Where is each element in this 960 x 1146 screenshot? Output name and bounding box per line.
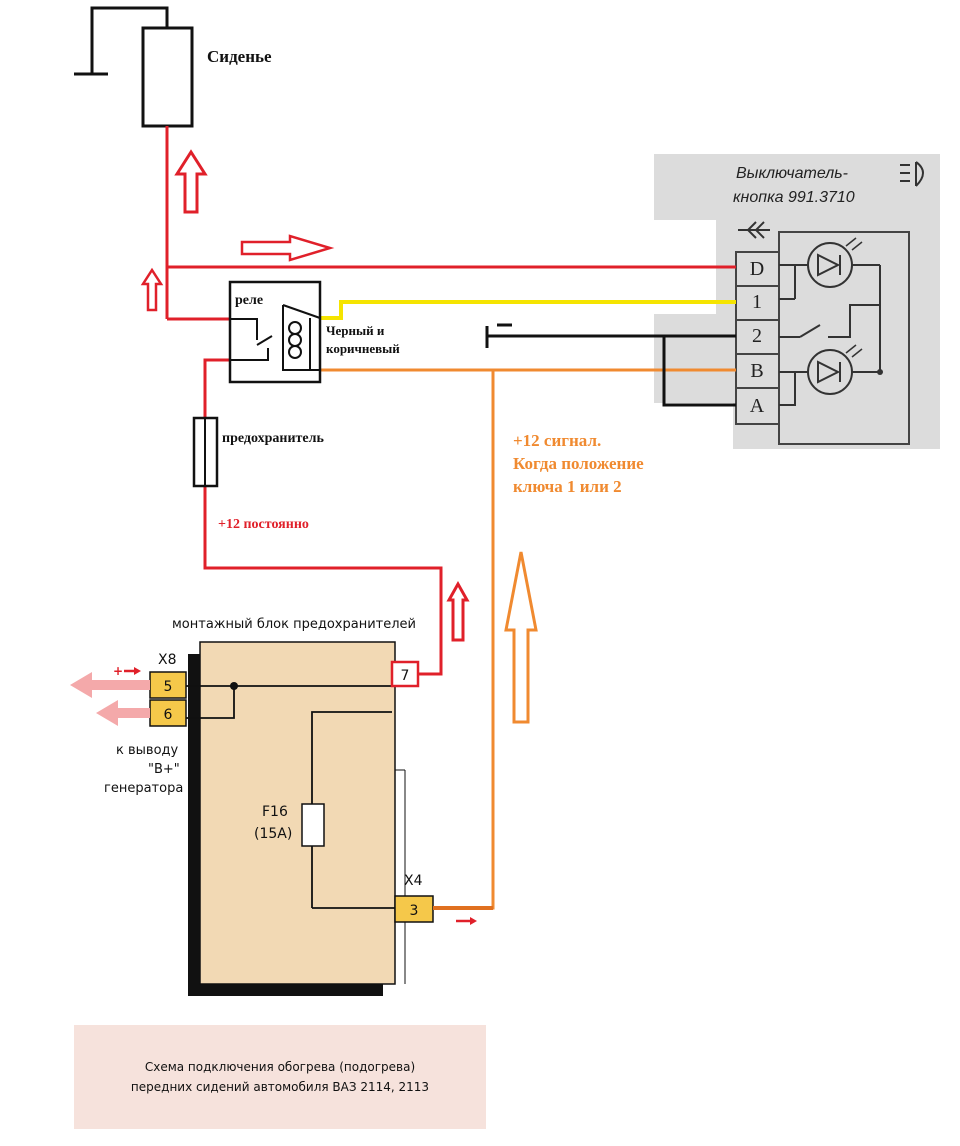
switch-internal-wiring xyxy=(779,264,881,406)
seat-heater-element xyxy=(141,26,194,128)
pin-3-label: 3 xyxy=(410,903,419,919)
pin-6-label: 6 xyxy=(164,707,173,723)
pin-7-box xyxy=(390,660,420,688)
fuse-label: предохранитель xyxy=(222,431,324,446)
generator-label-line3: генератора xyxy=(104,781,183,796)
switch-pin-d: D xyxy=(750,258,764,280)
left-arrow-icon xyxy=(70,672,150,698)
fuse xyxy=(192,416,219,488)
pin-a-wire xyxy=(662,336,736,407)
fuse-block-body xyxy=(199,641,396,985)
left-arrow-icon xyxy=(96,700,150,726)
plus-mark: + xyxy=(113,664,123,678)
switch-pin-b: B xyxy=(750,360,763,382)
caption-line1: Схема подключения обогрева (подогрева) xyxy=(145,1060,415,1074)
yellow-wire xyxy=(320,300,736,320)
caption: Схема подключения обогрева (подогрева) п… xyxy=(74,1025,486,1129)
right-arrow-icon xyxy=(456,917,477,925)
led-icon xyxy=(807,344,863,395)
headlight-icon xyxy=(900,161,924,187)
switch-title-line2: кнопка 991.3710 xyxy=(733,189,855,206)
fuse-block xyxy=(188,641,406,996)
switch-pin-a: A xyxy=(750,395,765,417)
relay-coil-icon xyxy=(288,318,311,370)
fuse-block-label: монтажный блок предохранителей xyxy=(172,617,416,632)
signal-label-line2: Когда положение xyxy=(513,454,644,473)
switch-button-panel: Выключатель- кнопка 991.3710 D 1 2 B A xyxy=(654,154,940,449)
up-arrow-icon xyxy=(174,149,208,214)
black-wires xyxy=(485,323,736,407)
caption-line2: передних сидений автомобиля ВАЗ 2114, 21… xyxy=(131,1080,429,1094)
up-arrow-icon xyxy=(446,580,470,642)
pin-6-box xyxy=(149,699,187,727)
switch-title-line1: Выключатель- xyxy=(736,165,848,182)
relay: реле xyxy=(228,280,322,384)
connector-x4-label: X4 xyxy=(404,873,423,889)
right-arrow-icon xyxy=(240,234,335,262)
right-arrow-icon xyxy=(124,667,141,675)
f16-label: F16 xyxy=(262,804,288,820)
switch-pin-2: 2 xyxy=(752,325,762,347)
connector-symbol-icon xyxy=(738,221,770,239)
fuse-f16 xyxy=(301,803,325,847)
generator-label-line2: "B+" xyxy=(148,762,180,777)
generator-label-line1: к выводу xyxy=(116,743,179,758)
seat-label: Сиденье xyxy=(207,47,272,66)
signal-label-line1: +12 сигнал. xyxy=(513,431,601,450)
red-wires xyxy=(165,126,736,676)
signal-label-line3: ключа 1 или 2 xyxy=(513,477,622,496)
f16-rating-label: (15A) xyxy=(254,826,292,842)
relay-body xyxy=(228,280,322,384)
seat-heater: Сиденье xyxy=(74,6,272,128)
up-arrow-icon xyxy=(504,551,538,724)
relay-to-fuse-wire xyxy=(203,358,230,418)
up-arrow-icon xyxy=(140,267,164,312)
led-icon xyxy=(807,237,863,288)
pin-5-label: 5 xyxy=(164,679,173,695)
seat-ground-wire xyxy=(90,6,169,74)
relay-label: реле xyxy=(235,293,263,308)
black-brown-label-line2: коричневый xyxy=(326,341,400,356)
switch-pin-1: 1 xyxy=(752,291,762,313)
constant-12-label: +12 постоянно xyxy=(218,517,309,532)
pin-3-box xyxy=(394,895,434,923)
caption-background xyxy=(74,1025,486,1129)
connector-x8-label: X8 xyxy=(158,652,177,668)
black-brown-label-line1: Черный и xyxy=(326,323,385,338)
relay-contacts xyxy=(230,304,321,371)
fuse-to-block-wire xyxy=(203,486,443,676)
pin-7-label: 7 xyxy=(401,668,410,684)
switch-scan-background xyxy=(654,154,940,449)
